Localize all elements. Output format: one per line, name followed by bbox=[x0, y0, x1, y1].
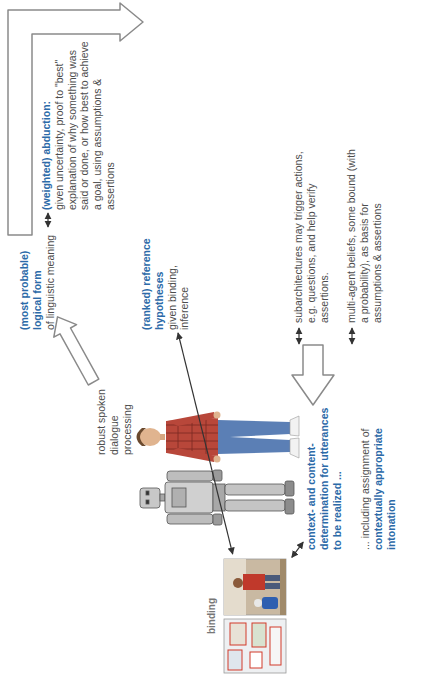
output-text: context- and content- determination for … bbox=[305, 405, 398, 550]
flow-arrow bbox=[54, 317, 99, 385]
flow-arrow bbox=[292, 345, 334, 405]
binding-screenshot bbox=[224, 619, 286, 673]
heading-text: (weighted) abduction: bbox=[40, 40, 53, 210]
double-arrow bbox=[351, 328, 352, 344]
connector-line bbox=[47, 213, 48, 227]
subarchitecture-text: subarchitectures may trigger actions, e.… bbox=[292, 148, 330, 323]
logical-form-text: (most probable) logical formof linguisti… bbox=[18, 230, 56, 330]
abduction-text: (weighted) abduction:given uncertainty, … bbox=[40, 40, 117, 210]
robot-figure bbox=[140, 470, 294, 525]
group-label: binding bbox=[206, 557, 218, 675]
connector-line bbox=[292, 542, 303, 557]
binding-group: binding bbox=[206, 557, 290, 675]
body-text: subarchitectures may trigger actions, e.… bbox=[292, 148, 330, 323]
heading-text: context- and content- determination for … bbox=[305, 405, 343, 550]
body-text: given binding, inference bbox=[166, 235, 192, 330]
heading-text: contextually appropriate intonation bbox=[372, 405, 398, 550]
body-text: multi-agent beliefs, some bound (with a … bbox=[345, 148, 383, 323]
body-text: robust spoken dialogue processing bbox=[95, 383, 133, 455]
body-text: ... including assignment of bbox=[359, 405, 372, 550]
input-text: robust spoken dialogue processing bbox=[95, 383, 133, 455]
belief-text: multi-agent beliefs, some bound (with a … bbox=[345, 148, 383, 323]
heading-text: (ranked) reference hypotheses bbox=[140, 235, 166, 330]
body-text: of linguistic meaning bbox=[44, 230, 57, 330]
connector-line bbox=[178, 333, 233, 554]
human-figure bbox=[137, 412, 300, 463]
binding-photo bbox=[224, 559, 286, 615]
heading-text: (most probable) logical form bbox=[18, 230, 44, 330]
reference-text: (ranked) reference hypothesesgiven bindi… bbox=[140, 235, 191, 330]
flow-arrow bbox=[8, 3, 143, 235]
body-text: given uncertainty, proof to "best" expla… bbox=[53, 40, 117, 210]
double-arrow bbox=[298, 328, 299, 344]
